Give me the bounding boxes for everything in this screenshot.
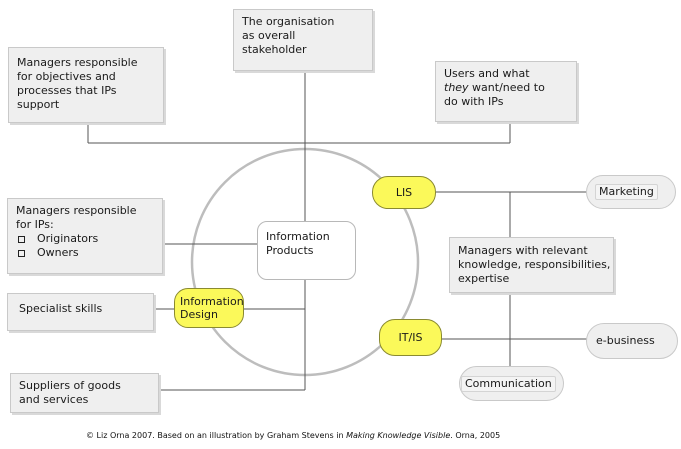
managers-relevant-box: Managers with relevant knowledge, respon… — [449, 237, 614, 293]
lis-node: LIS — [372, 176, 436, 209]
caption-suffix: . Orna, 2005 — [450, 431, 501, 440]
objectives-line-3: processes that IPs — [17, 84, 117, 97]
managers-ips-box: Managers responsible for IPs: Originator… — [7, 198, 163, 274]
objectives-line-1: Managers responsible — [17, 56, 138, 69]
originators-item: Originators — [16, 232, 154, 246]
caption-prefix: © Liz Orna 2007. Based on an illustratio… — [86, 431, 347, 440]
users-line-1: Users and what — [444, 67, 530, 80]
products-line-2: Products — [266, 244, 314, 257]
objectives-line-2: for objectives and — [17, 70, 116, 83]
lis-label: LIS — [395, 186, 413, 199]
users-box: Users and what they want/need to do with… — [435, 61, 577, 122]
it-is-node: IT/IS — [379, 319, 442, 356]
checkbox-icon — [18, 249, 25, 257]
users-line-3: do with IPs — [444, 95, 504, 108]
objectives-line-4: support — [17, 98, 60, 111]
owners-item: Owners — [16, 246, 154, 260]
marketing-pill: Marketing — [586, 175, 676, 209]
relevant-line-3: expertise — [458, 272, 510, 285]
relevant-line-1: Managers with relevant — [458, 244, 588, 257]
caption-book-title: Making Knowledge Visible — [346, 431, 451, 440]
specialist-box: Specialist skills — [7, 293, 154, 331]
design-line-2: Design — [180, 308, 218, 321]
information-design-node: Information Design — [174, 288, 244, 328]
marketing-label: Marketing — [595, 184, 658, 200]
originators-label: Originators — [37, 232, 99, 245]
organisation-line-3: stakeholder — [242, 43, 307, 56]
users-they-emphasis: they — [444, 81, 469, 94]
owners-label: Owners — [37, 246, 79, 259]
communication-label: Communication — [461, 375, 556, 392]
information-products-box: Information Products — [257, 221, 356, 280]
managers-objectives-box: Managers responsible for objectives and … — [8, 47, 164, 123]
communication-pill: Communication — [459, 366, 564, 401]
relevant-line-2: knowledge, responsibilities, — [458, 258, 611, 271]
suppliers-line-2: and services — [19, 393, 89, 406]
products-line-1: Information — [266, 230, 330, 243]
specialist-label: Specialist skills — [19, 302, 103, 315]
suppliers-box: Suppliers of goods and services — [10, 373, 159, 413]
figure-caption: © Liz Orna 2007. Based on an illustratio… — [86, 431, 500, 441]
managers-ips-line-1: Managers responsible — [16, 204, 137, 217]
organisation-box: The organisation as overall stakeholder — [233, 9, 373, 71]
ebusiness-pill: e-business — [586, 323, 678, 359]
checkbox-icon — [18, 235, 25, 243]
organisation-line-1: The organisation — [242, 15, 335, 28]
managers-ips-line-2: for IPs: — [16, 218, 54, 231]
it-is-label: IT/IS — [398, 331, 423, 344]
design-line-1: Information — [180, 295, 244, 308]
suppliers-line-1: Suppliers of goods — [19, 379, 121, 392]
ebusiness-label: e-business — [596, 334, 655, 347]
organisation-line-2: as overall — [242, 29, 296, 42]
users-line-2: they want/need to — [444, 81, 568, 95]
users-line-2-rest: want/need to — [468, 81, 545, 94]
